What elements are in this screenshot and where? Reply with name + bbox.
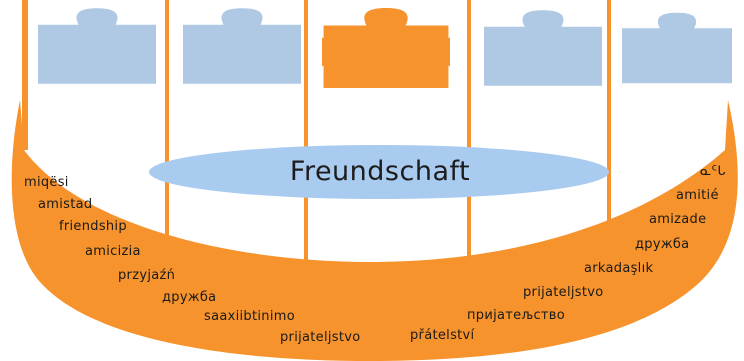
puzzle-piece-5: [622, 12, 732, 84]
word-amitie: amitié: [676, 188, 719, 203]
word-miqesi: miqësi: [24, 175, 69, 190]
word-amicizia: amicizia: [85, 244, 141, 259]
puzzle-piece-3: [322, 8, 450, 88]
divider-1: [22, 0, 28, 150]
center-ellipse: [149, 145, 609, 199]
word-amizade: amizade: [649, 212, 707, 227]
puzzle-piece-4: [484, 10, 602, 86]
word-pratelstvi: přátelství: [410, 328, 475, 343]
word-amistad: amistad: [38, 197, 93, 212]
word-prijateljstvo-1: prijateljstvo: [280, 330, 361, 345]
word-prijateljstvo-cyrillic: пријатељство: [467, 308, 566, 323]
divider-2: [165, 0, 169, 258]
puzzle-piece-2: [183, 8, 301, 84]
word-inuktitut: ᓇᑦᒐ: [700, 164, 726, 179]
divider-3: [304, 0, 308, 262]
orange-arc-band: [11, 100, 738, 361]
divider-5: [607, 0, 611, 232]
word-przyjazn: przyjaźń: [118, 268, 176, 283]
word-arkadaslik: arkadaşlık: [584, 261, 654, 276]
word-friendship: friendship: [59, 219, 127, 234]
word-druzhba-1: дружба: [162, 290, 217, 305]
divider-4: [467, 0, 471, 262]
puzzle-piece-1: [38, 8, 156, 84]
word-saaxiibtinimo: saaxiibtinimo: [204, 309, 295, 324]
word-druzhba-2: дружба: [635, 237, 690, 252]
center-title: Freundschaft: [289, 156, 471, 187]
puzzle-pieces: [38, 8, 732, 88]
word-prijateljstvo-2: prijateljstvo: [523, 285, 604, 300]
column-dividers: [22, 0, 611, 262]
